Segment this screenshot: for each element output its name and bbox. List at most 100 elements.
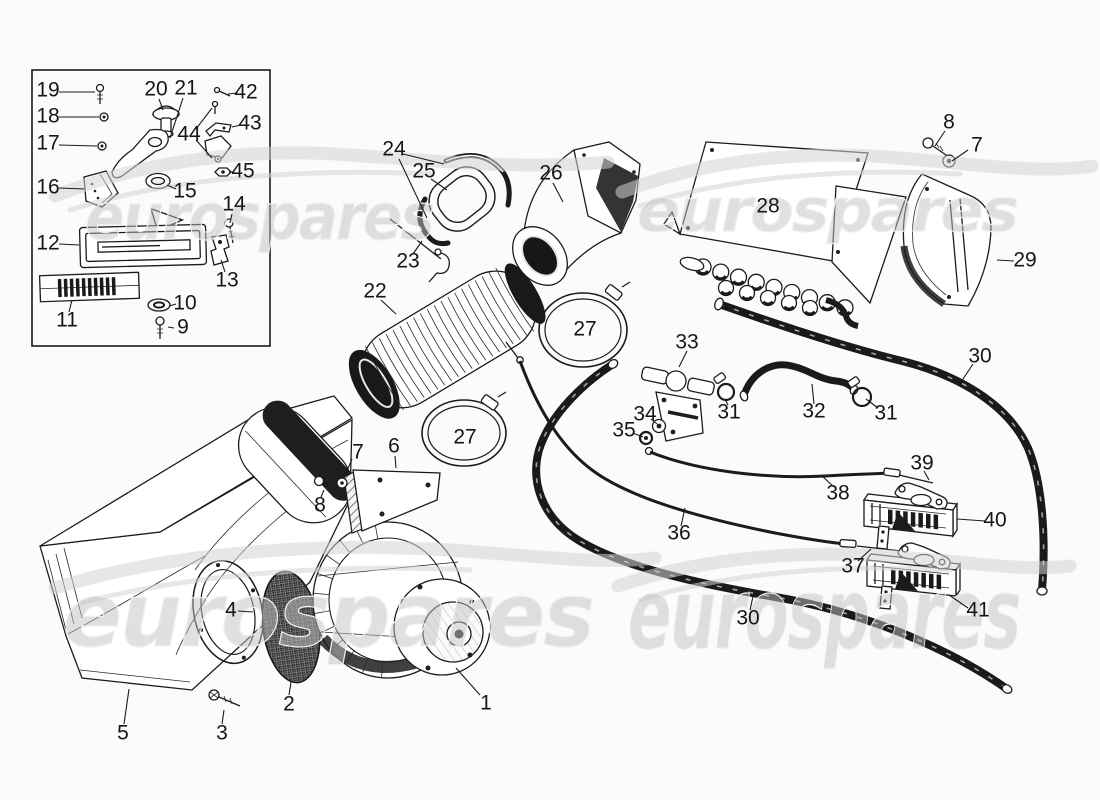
leader-line-10 (168, 303, 177, 307)
leader-line-31 (724, 398, 729, 406)
leader-line-36 (680, 507, 686, 527)
part-label-23: 23 (396, 250, 419, 273)
part-washer-10 (147, 298, 171, 312)
part-label-41: 41 (966, 599, 989, 622)
part-washer-7-mid (336, 477, 348, 489)
leader-line-9 (167, 326, 175, 329)
part-rod-23 (389, 218, 450, 283)
leader-line-24 (398, 158, 428, 219)
part-hose-clamp-27a (538, 281, 631, 368)
part-seal-strip-24b (417, 196, 451, 247)
leader-line-15 (166, 184, 177, 190)
part-label-42: 42 (234, 81, 257, 104)
leader-line-44 (195, 139, 213, 159)
part-hose-clamp-27b (421, 391, 507, 467)
leader-line-12 (58, 243, 80, 246)
leader-line-14 (229, 213, 233, 224)
part-label-35: 35 (612, 419, 635, 442)
part-screw-19 (95, 83, 105, 104)
part-cover-29 (900, 173, 992, 307)
leader-line-34 (650, 418, 658, 425)
part-label-45: 45 (231, 160, 254, 183)
part-label-29: 29 (1013, 249, 1036, 272)
part-corrugated-hose-22 (348, 263, 546, 419)
part-label-39: 39 (910, 452, 933, 475)
part-label-6: 6 (388, 435, 400, 458)
leader-line-20 (158, 98, 164, 111)
leader-line-38 (821, 475, 835, 488)
leader-line-5 (123, 688, 130, 725)
leader-line-41 (948, 594, 969, 609)
part-label-30: 30 (968, 345, 991, 368)
part-bracket-13 (210, 234, 230, 266)
part-hose-32 (739, 361, 859, 402)
part-label-3: 3 (216, 722, 228, 745)
leader-line-13 (220, 259, 226, 273)
part-label-7: 7 (971, 134, 983, 157)
leader-line-22 (380, 299, 397, 315)
part-nut-18 (99, 112, 109, 122)
leader-line-40 (956, 518, 986, 522)
part-label-14: 14 (222, 193, 246, 216)
part-label-18: 18 (36, 105, 59, 128)
watermark-text-1: eurospares (85, 181, 433, 255)
leader-line-2 (288, 681, 292, 696)
part-label-17: 17 (36, 132, 59, 155)
part-nut-45 (214, 167, 232, 177)
leader-line-8 (934, 130, 946, 147)
part-label-32: 32 (802, 400, 825, 423)
part-label-19: 19 (36, 79, 59, 102)
part-lever-43 (205, 122, 232, 138)
part-label-26: 26 (539, 162, 562, 185)
part-label-28: 28 (756, 195, 779, 218)
part-vent-12 (78, 207, 208, 269)
part-label-38: 38 (826, 482, 849, 505)
part-nut-35 (638, 430, 654, 446)
part-screw-3 (208, 689, 241, 707)
leader-line-42 (227, 92, 238, 95)
leader-line-3 (221, 709, 225, 725)
leader-line-30 (749, 591, 755, 611)
part-label-8: 8 (943, 111, 955, 134)
part-label-7: 7 (352, 441, 364, 464)
part-label-22: 22 (363, 280, 386, 303)
leader-line-44 (195, 107, 213, 130)
part-hose-30-upper (714, 297, 1048, 596)
part-label-31: 31 (717, 401, 740, 424)
part-cable-36 (505, 341, 902, 552)
part-flap-assembly-40 (862, 482, 959, 550)
part-label-37: 37 (841, 555, 864, 578)
part-label-15: 15 (173, 180, 196, 203)
part-bolt-8-mid (313, 475, 335, 487)
watermark-text-2: eurospares (637, 176, 1017, 246)
part-tvalve-33 (640, 366, 715, 442)
part-label-44: 44 (177, 123, 201, 146)
part-screw-9 (155, 316, 165, 339)
leader-line-37 (857, 548, 872, 562)
leader-line-31 (865, 398, 879, 409)
leader-line-4 (237, 610, 254, 613)
part-label-33: 33 (675, 331, 698, 354)
part-label-34: 34 (633, 403, 657, 426)
part-label-31: 31 (874, 402, 897, 425)
part-clamp-31a (713, 372, 736, 402)
part-label-5: 5 (117, 722, 129, 745)
leader-line-6 (394, 455, 397, 469)
leader-line-39 (923, 470, 930, 481)
part-grille-11 (38, 271, 141, 303)
leader-line-11 (68, 299, 73, 313)
leader-line-30 (960, 363, 974, 383)
leader-line-21 (169, 97, 184, 139)
leader-line-33 (678, 350, 688, 368)
part-label-2: 2 (283, 693, 295, 716)
part-cable-38 (644, 446, 934, 484)
part-blower-motor-1 (312, 521, 491, 679)
part-label-27: 27 (453, 426, 476, 449)
leader-line-17 (58, 144, 98, 147)
part-nut-17 (97, 141, 107, 151)
leader-line-26 (552, 182, 564, 203)
